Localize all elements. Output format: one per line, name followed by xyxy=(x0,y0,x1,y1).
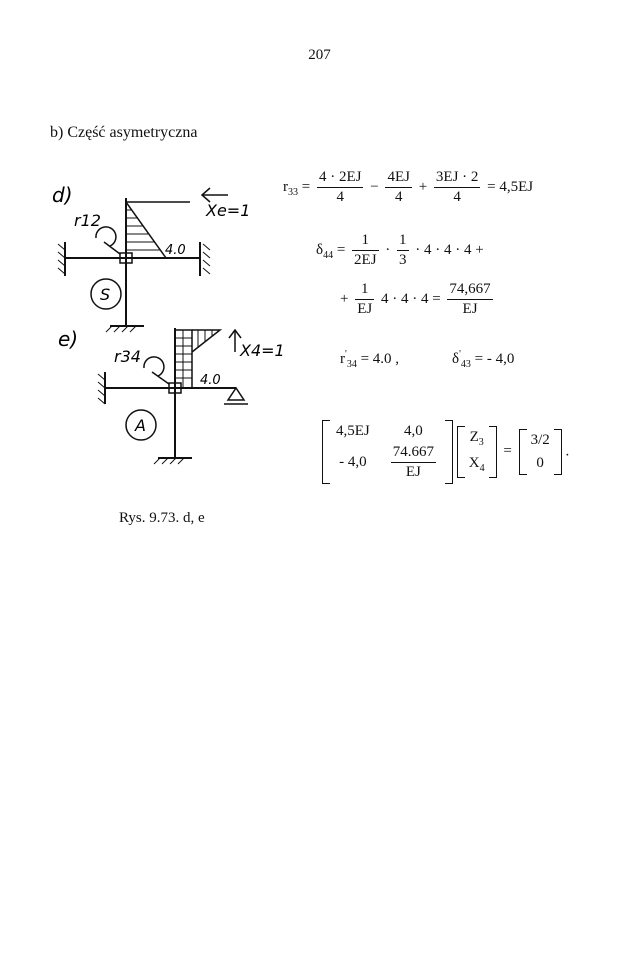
panel-d-label: d) xyxy=(52,183,73,207)
panel-d-force-label: Xe=1 xyxy=(205,201,250,220)
structure-figure: d) r12 4.0 Xe=1 S e) r34 4.0 X4=1 A xyxy=(52,183,285,465)
panel-e-moment-value: 4.0 xyxy=(200,373,221,388)
equation-d43: δ'43 = - 4,0 xyxy=(452,349,515,370)
rhs-vector: 3/2 0 xyxy=(518,429,562,475)
equation-r34: r'34 = 4.0 , xyxy=(340,349,400,370)
unknowns-vector: Z3 X4 xyxy=(456,426,497,478)
panel-d-node-label: S xyxy=(100,285,110,304)
r33-result: = 4,5EJ xyxy=(487,178,534,195)
section-heading: b) Część asymetryczna xyxy=(50,124,198,141)
panel-e-node-label: A xyxy=(134,416,146,435)
page-number: 207 xyxy=(308,47,331,63)
figure-caption: Rys. 9.73. d, e xyxy=(119,510,205,526)
panel-e-force-label: X4=1 xyxy=(239,341,285,360)
panel-d-moment-value: 4.0 xyxy=(165,243,186,258)
panel-e-reaction-label: r34 xyxy=(114,347,141,366)
r33-lhs: r33 xyxy=(283,178,298,198)
panel-d-reaction-label: r12 xyxy=(74,211,101,230)
panel-e-label: e) xyxy=(58,327,78,351)
